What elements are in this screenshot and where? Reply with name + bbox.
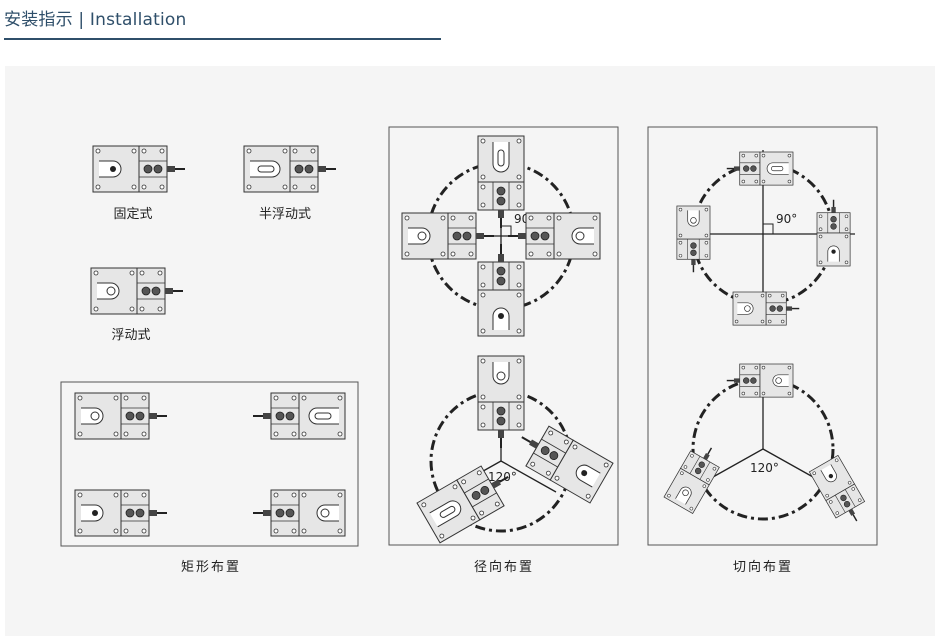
floating-module — [90, 267, 184, 315]
tangential-angle-90: 90° — [776, 212, 797, 226]
radial-angle-120: 120° — [488, 470, 517, 484]
semi-floating-label: 半浮动式 — [259, 207, 311, 222]
fixed-module — [92, 145, 186, 193]
semi-floating-module — [243, 145, 337, 193]
radial-label: 径向布置 — [474, 559, 534, 575]
radial-120-diagram: 120° — [416, 355, 614, 544]
page-title: 安装指示 | Installation — [4, 10, 187, 30]
radial-90-diagram: 90° — [401, 135, 601, 337]
rectangular-label: 矩形布置 — [181, 560, 241, 575]
fixed-label: 固定式 — [113, 207, 152, 222]
section-header: 安装指示 | Installation — [4, 8, 441, 40]
tangential-angle-120: 120° — [750, 461, 779, 475]
tangential-label: 切向布置 — [733, 559, 793, 575]
tangential-90-diagram: 90° — [676, 150, 855, 326]
tangential-120-diagram: 120° — [663, 363, 872, 530]
installation-diagram: 固定式 半浮动式 浮动式 矩形布置 90° 120° — [60, 126, 878, 575]
installation-diagram-panel: 固定式 半浮动式 浮动式 矩形布置 90° 120° — [5, 66, 935, 636]
floating-label: 浮动式 — [111, 328, 150, 343]
